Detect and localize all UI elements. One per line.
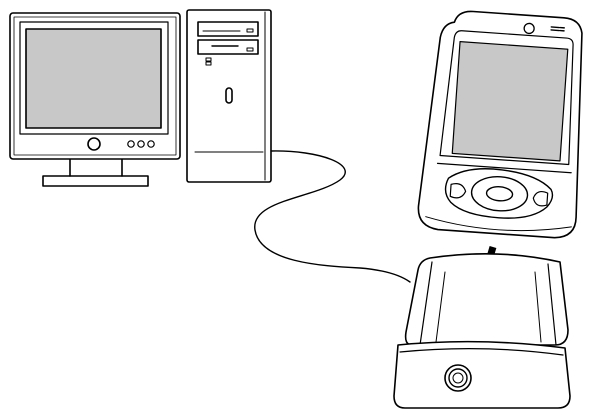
tower-small-button (205, 61, 212, 66)
tower-floppy-button (246, 47, 254, 52)
tower-power-button (225, 87, 233, 104)
tower-small-button (205, 57, 212, 62)
pda-nav-right-button (532, 191, 549, 207)
pda-nav-left-button (449, 183, 467, 199)
monitor-power-button (87, 137, 101, 151)
cable-icon (254, 150, 411, 283)
cradle-icon (393, 253, 571, 409)
cradle-front-base (393, 340, 571, 409)
pda-screen-bottom-line (436, 162, 572, 174)
pda-bottom-edge (425, 216, 572, 232)
pda-icon (417, 10, 583, 239)
pda-logo-marks (550, 26, 565, 32)
monitor-control-button (127, 140, 135, 148)
cradle-sync-button-core (452, 372, 464, 384)
monitor-control-button (137, 140, 145, 148)
tower-cd-drive (197, 21, 259, 37)
pda-nav-center-button (485, 186, 514, 202)
cradle-slot-right-edge (547, 263, 557, 346)
monitor-stand-neck (69, 157, 123, 177)
cradle-slot-inner-left (435, 271, 446, 343)
tower-pc-icon (186, 9, 272, 183)
pda-screen (451, 41, 569, 162)
cradle-slot-left-edge (419, 261, 433, 346)
pda-sensor-icon (523, 22, 535, 35)
monitor-stand-base (42, 175, 149, 187)
monitor-control-button (147, 140, 155, 148)
cradle-front-top-lip (399, 348, 564, 356)
monitor-screen (25, 28, 162, 129)
monitor-icon (9, 12, 181, 187)
monitor-bezel-inner-edge (13, 16, 177, 156)
cradle-back-panel (404, 253, 569, 346)
tower-floppy-drive (197, 39, 259, 55)
tower-cd-eject-button (246, 28, 254, 33)
cradle-slot-inner-right (534, 271, 542, 343)
